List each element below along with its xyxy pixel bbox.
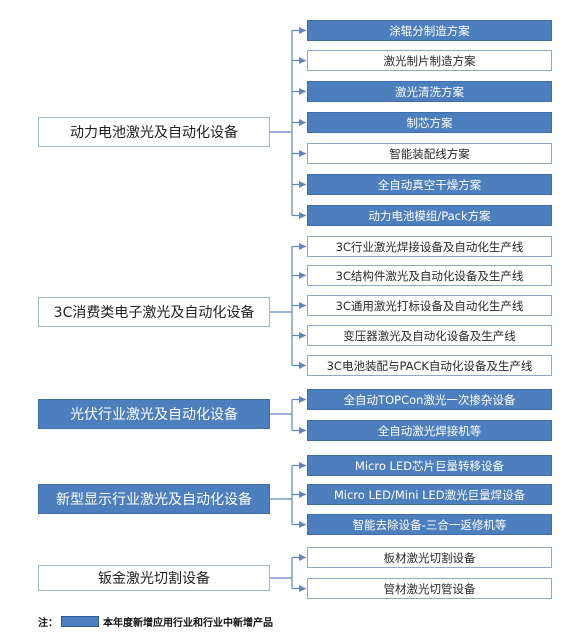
arrow-head (299, 396, 306, 403)
arrow-head (299, 212, 306, 219)
arrow-head (299, 150, 306, 157)
product-item: 3C结构件激光及自动化设备及生产线 (307, 265, 552, 286)
legend-prefix: 注： (38, 618, 58, 629)
category-box: 动力电池激光及自动化设备 (38, 117, 270, 147)
arrow-head (299, 427, 306, 434)
product-item: 动力电池模组/Pack方案 (307, 205, 552, 226)
arrow-head (299, 521, 306, 528)
arrow-head (299, 88, 306, 95)
product-item: 激光制片制造方案 (307, 50, 552, 71)
arrow-head (299, 554, 306, 561)
arrow-head (299, 302, 306, 309)
product-item: 3C行业激光焊接设备及自动化生产线 (307, 236, 552, 257)
product-item: 全自动真空干燥方案 (307, 174, 552, 195)
product-item: 3C通用激光打标设备及自动化生产线 (307, 295, 552, 316)
arrow-head (299, 362, 306, 369)
product-item: 全自动TOPCon激光一次掺杂设备 (307, 389, 552, 410)
product-item: 变压器激光及自动化设备及生产线 (307, 325, 552, 346)
arrow-head (299, 119, 306, 126)
product-item: Micro LED芯片巨量转移设备 (307, 455, 552, 476)
arrow-head (299, 57, 306, 64)
product-item: 3C电池装配与PACK自动化设备及生产线 (307, 355, 552, 376)
product-item: 涂辊分制造方案 (307, 20, 552, 41)
legend-text: 本年度新增应用行业和行业中新增产品 (103, 618, 273, 629)
arrow-head (299, 181, 306, 188)
product-item: 智能去除设备-三合一返修机等 (307, 514, 552, 535)
product-item: 智能装配线方案 (307, 143, 552, 164)
product-item: 管材激光切管设备 (307, 578, 552, 599)
product-item: 激光清洗方案 (307, 81, 552, 102)
product-item: Micro LED/Mini LED激光巨量焊设备 (307, 484, 552, 505)
arrow-head (299, 27, 306, 34)
arrow-head (299, 491, 306, 498)
category-box: 光伏行业激光及自动化设备 (38, 399, 270, 429)
legend-note: 注： 本年度新增应用行业和行业中新增产品 (38, 614, 273, 629)
category-box: 3C消费类电子激光及自动化设备 (38, 297, 270, 327)
product-item: 制芯方案 (307, 112, 552, 133)
arrow-head (299, 332, 306, 339)
arrow-head (299, 462, 306, 469)
legend-swatch (61, 616, 99, 627)
arrow-head (299, 585, 306, 592)
product-item: 全自动激光焊接机等 (307, 420, 552, 441)
category-box: 钣金激光切割设备 (38, 565, 270, 591)
arrow-head (299, 272, 306, 279)
product-item: 板材激光切割设备 (307, 547, 552, 568)
category-box: 新型显示行业激光及自动化设备 (38, 484, 270, 514)
arrow-head (299, 243, 306, 250)
